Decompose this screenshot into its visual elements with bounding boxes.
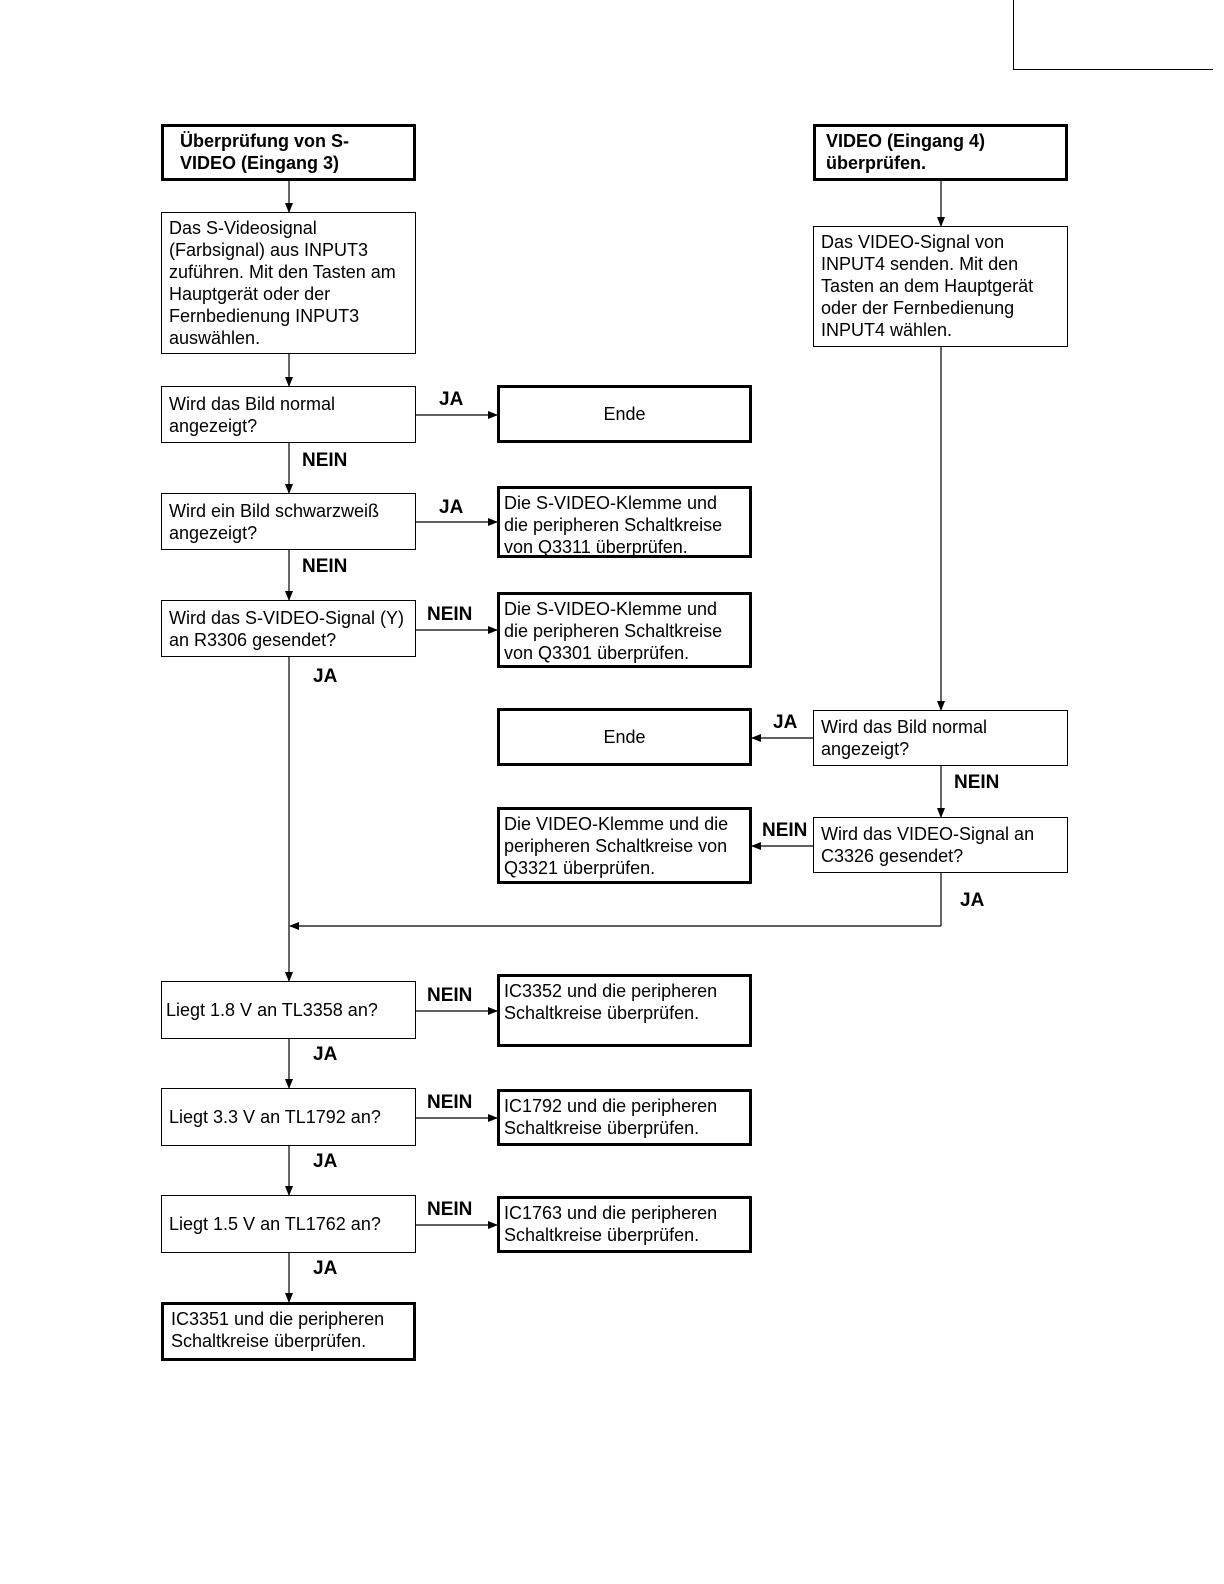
label-s-q2-ja: JA [439, 497, 464, 518]
s-video-title-text: Überprüfung von S-VIDEO (Eingang 3) [180, 131, 349, 173]
check-result1-box: IC3352 und die peripheren Schaltkreise ü… [497, 974, 752, 1047]
label-c-q1-ja: JA [313, 1044, 338, 1065]
s-video-result2-box: Die S-VIDEO-Klemme und die peripheren Sc… [497, 592, 752, 668]
s-video-result2-text: Die S-VIDEO-Klemme und die peripheren Sc… [504, 599, 723, 663]
video-question2-text: Wird das VIDEO-Signal an C3326 gesendet? [821, 824, 1035, 866]
label-c-q3-ja: JA [313, 1258, 338, 1279]
check-question1-text: Liegt 1.8 V an TL3358 an? [166, 1000, 378, 1020]
label-c-q2-ja: JA [313, 1151, 338, 1172]
video-result1-text: Die VIDEO-Klemme und die peripheren Scha… [504, 814, 729, 878]
s-video-result1-box: Die S-VIDEO-Klemme und die peripheren Sc… [497, 486, 752, 558]
s-video-question2-box: Wird ein Bild schwarzweiß angezeigt? [161, 493, 416, 550]
check-question3-box: Liegt 1.5 V an TL1762 an? [161, 1195, 416, 1253]
label-s-q2-nein: NEIN [302, 556, 348, 577]
label-c-q3-nein: NEIN [427, 1199, 473, 1220]
check-result3-text: IC1763 und die peripheren Schaltkreise ü… [504, 1203, 718, 1245]
video-end-text: Ende [603, 727, 646, 747]
s-video-question2-text: Wird ein Bild schwarzweiß angezeigt? [169, 500, 380, 543]
video-result1-box: Die VIDEO-Klemme und die peripheren Scha… [497, 807, 752, 884]
label-v-q2-nein: NEIN [762, 820, 808, 841]
check-question2-box: Liegt 3.3 V an TL1792 an? [161, 1088, 416, 1146]
label-v-q2-ja: JA [960, 890, 985, 911]
check-question1-box: Liegt 1.8 V an TL3358 an? [161, 981, 416, 1039]
check-result2-box: IC1792 und die peripheren Schaltkreise ü… [497, 1089, 752, 1146]
label-s-q3-ja: JA [313, 666, 338, 687]
check-question2-text: Liegt 3.3 V an TL1792 an? [169, 1107, 381, 1127]
s-video-end-text: Ende [603, 404, 646, 424]
s-video-result1-text: Die S-VIDEO-Klemme und die peripheren Sc… [504, 493, 723, 557]
label-s-q1-nein: NEIN [302, 450, 348, 471]
s-video-title-box: Überprüfung von S-VIDEO (Eingang 3) [161, 124, 416, 181]
page-corner-frame [1013, 0, 1213, 70]
final-result-text: IC3351 und die peripheren Schaltkreise ü… [171, 1309, 385, 1351]
s-video-question3-text: Wird das S-VIDEO-Signal (Y) an R3306 ges… [169, 607, 405, 650]
s-video-step1-text: Das S-Videosignal (Farbsignal) aus INPUT… [169, 218, 396, 348]
video-question1-text: Wird das Bild normal angezeigt? [821, 717, 988, 759]
s-video-end-box: Ende [497, 385, 752, 443]
s-video-question1-box: Wird das Bild normal angezeigt? [161, 386, 416, 443]
video-end-box: Ende [497, 708, 752, 766]
video-question2-box: Wird das VIDEO-Signal an C3326 gesendet? [813, 817, 1068, 873]
s-video-step1-box: Das S-Videosignal (Farbsignal) aus INPUT… [161, 212, 416, 354]
video-step1-box: Das VIDEO-Signal von INPUT4 senden. Mit … [813, 226, 1068, 347]
label-c-q2-nein: NEIN [427, 1092, 473, 1113]
video-step1-text: Das VIDEO-Signal von INPUT4 senden. Mit … [821, 232, 1034, 340]
label-c-q1-nein: NEIN [427, 985, 473, 1006]
label-s-q3-nein: NEIN [427, 604, 473, 625]
check-result1-text: IC3352 und die peripheren Schaltkreise ü… [504, 981, 718, 1023]
label-v-q1-ja: JA [773, 712, 798, 733]
check-result2-text: IC1792 und die peripheren Schaltkreise ü… [504, 1096, 718, 1138]
label-s-q1-ja: JA [439, 389, 464, 410]
video-title-box: VIDEO (Eingang 4) überprüfen. [813, 124, 1068, 181]
check-result3-box: IC1763 und die peripheren Schaltkreise ü… [497, 1196, 752, 1253]
video-question1-box: Wird das Bild normal angezeigt? [813, 710, 1068, 766]
label-v-q1-nein: NEIN [954, 772, 1000, 793]
s-video-question3-box: Wird das S-VIDEO-Signal (Y) an R3306 ges… [161, 600, 416, 657]
video-title-text: VIDEO (Eingang 4) überprüfen. [826, 131, 986, 173]
s-video-question1-text: Wird das Bild normal angezeigt? [169, 393, 336, 436]
check-question3-text: Liegt 1.5 V an TL1762 an? [169, 1214, 381, 1234]
final-result-box: IC3351 und die peripheren Schaltkreise ü… [161, 1302, 416, 1361]
